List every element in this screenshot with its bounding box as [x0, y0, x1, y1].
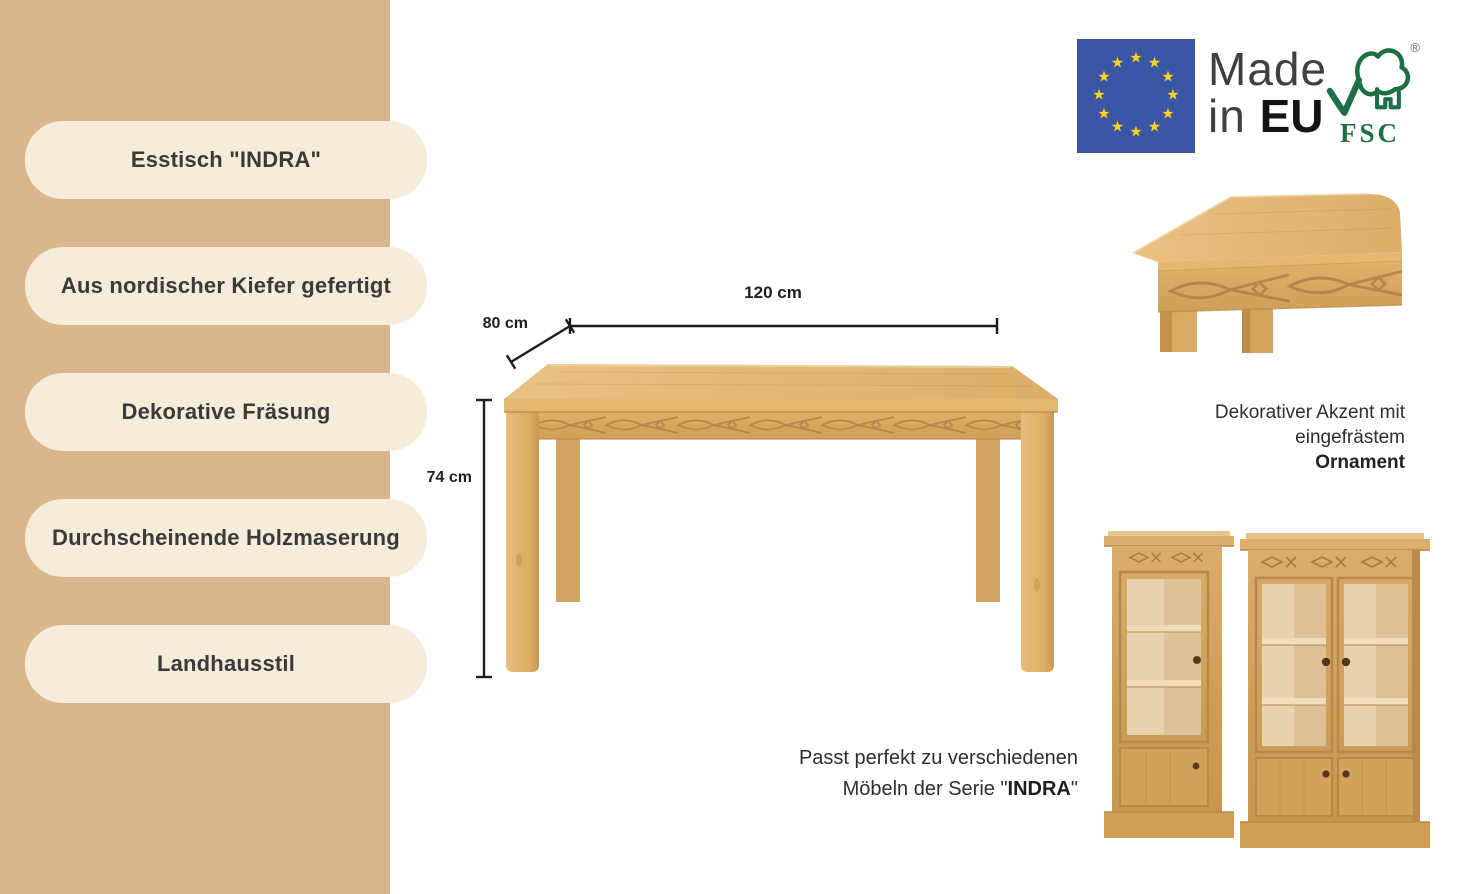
fsc-label: FSC	[1339, 118, 1400, 148]
detail-caption: Dekorativer Akzent mit eingefrästem Orna…	[1215, 400, 1405, 475]
dimension-width-label: 120 cm	[744, 283, 802, 302]
made-in-line1: Made	[1208, 43, 1328, 95]
detail-caption-line2: eingefrästem	[1295, 427, 1405, 448]
match-caption: Passt perfekt zu verschiedenen Möbeln de…	[799, 743, 1078, 805]
match-caption-line1: Passt perfekt zu verschiedenen	[798, 747, 1078, 769]
cabinet-wide	[1240, 533, 1430, 848]
detail-caption-line3: Ornament	[1315, 452, 1405, 473]
feature-label: Durchscheinende Holzmaserung	[52, 525, 400, 550]
feature-label: Landhausstil	[156, 651, 296, 676]
made-in-line2: in EU	[1208, 90, 1324, 142]
match-caption-line2: Möbeln der Serie "INDRA"	[842, 778, 1078, 800]
registered-mark: ®	[1410, 40, 1420, 55]
feature-pill-title: Esstisch "INDRA"	[25, 121, 427, 199]
fsc-logo: ® FSC	[1318, 40, 1420, 150]
eu-flag-icon	[1077, 39, 1195, 153]
fsc-tree-check-icon	[1326, 48, 1411, 116]
feature-label: Aus nordischer Kiefer gefertigt	[60, 273, 392, 298]
feature-pill-material: Aus nordischer Kiefer gefertigt	[25, 247, 427, 325]
dimension-line-depth	[505, 318, 576, 370]
feature-label: Esstisch "INDRA"	[130, 147, 322, 172]
feature-label: Dekorative Fräsung	[121, 399, 331, 424]
table-illustration	[504, 364, 1058, 672]
dimension-line-height	[476, 398, 492, 679]
made-in-eu-label: Made in EU	[1208, 46, 1327, 140]
dimension-height-label: 74 cm	[426, 469, 472, 486]
dimension-depth-label: 80 cm	[482, 315, 528, 332]
feature-pill-milling: Dekorative Fräsung	[25, 373, 427, 451]
feature-pill-grain: Durchscheinende Holzmaserung	[25, 499, 427, 577]
detail-caption-line1: Dekorativer Akzent mit	[1214, 402, 1405, 423]
dimension-line-width	[568, 318, 999, 334]
feature-pill-style: Landhausstil	[25, 625, 427, 703]
dimension-lines	[476, 318, 999, 679]
matching-cabinets	[1104, 531, 1430, 848]
cabinet-narrow	[1104, 531, 1234, 838]
table-corner-detail	[1132, 193, 1403, 353]
